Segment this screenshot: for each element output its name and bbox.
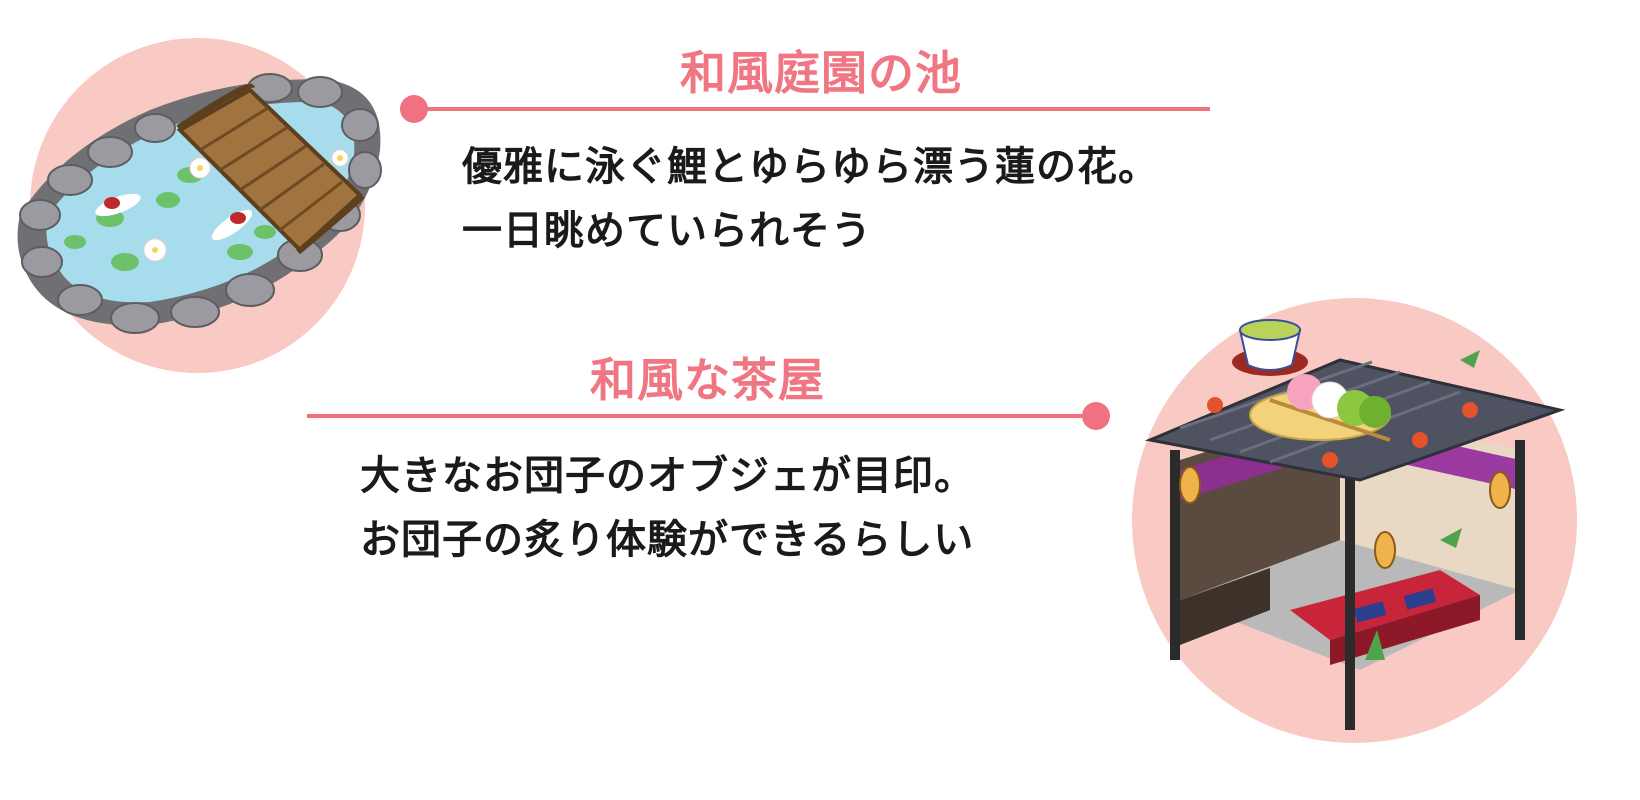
teahouse-description-line: お団子の炙り体験ができるらしい — [360, 517, 975, 563]
pond-description-line: 一日眺めていられそう — [462, 208, 872, 254]
teahouse-illustration — [1144, 319, 1566, 730]
heading-underline — [420, 107, 1210, 111]
garden-pond-illustration — [17, 73, 382, 334]
teahouse-description: 大きなお団子のオブジェが目印。 お団子の炙り体験ができるらしい — [360, 444, 975, 572]
pond-title: 和風庭園の池 — [680, 46, 962, 100]
heading-underline — [307, 414, 1100, 418]
pond-description-line: 優雅に泳ぐ鯉とゆらゆら漂う蓮の花。 — [462, 144, 1159, 190]
teahouse-title: 和風な茶屋 — [590, 353, 825, 407]
teahouse-description-line: 大きなお団子のオブジェが目印。 — [360, 453, 975, 499]
pond-description: 優雅に泳ぐ鯉とゆらゆら漂う蓮の花。 一日眺めていられそう — [462, 135, 1159, 263]
